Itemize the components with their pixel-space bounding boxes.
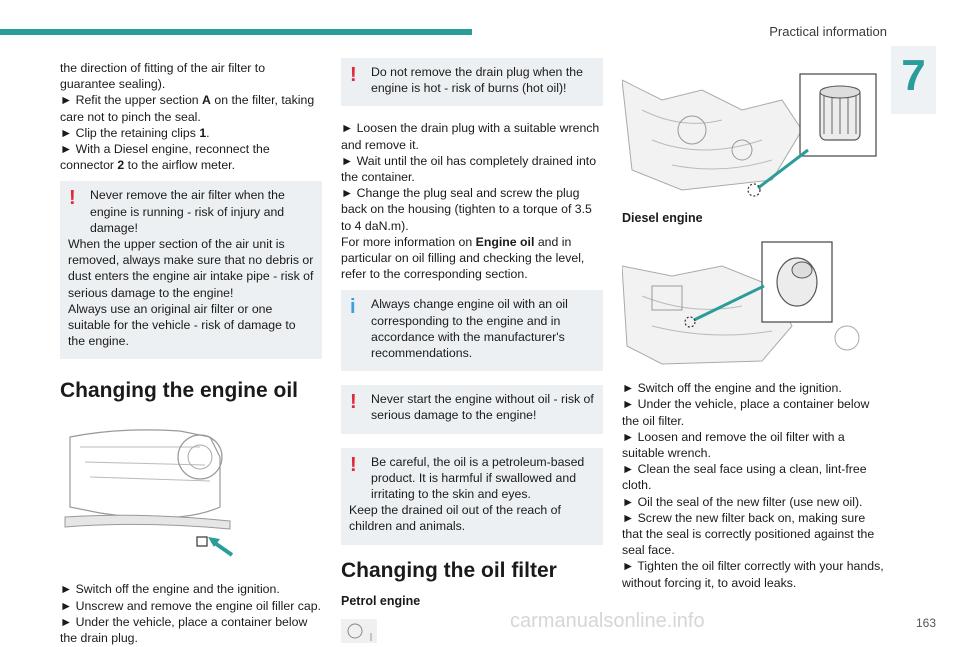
step: ► Wait until the oil has completely drai… bbox=[341, 153, 597, 185]
warning-box: ! Never remove the air filter when the e… bbox=[60, 181, 322, 360]
subheading: Petrol engine bbox=[341, 593, 421, 608]
watermark: carmanualsonline.info bbox=[510, 610, 705, 632]
section-title: Practical information bbox=[769, 24, 887, 39]
step: ► Switch off the engine and the ignition… bbox=[60, 582, 280, 597]
step: ► Under the vehicle, place a container b… bbox=[622, 397, 870, 428]
step: ► Loosen the drain plug with a suitable … bbox=[341, 121, 600, 152]
engine-underside-illustration bbox=[60, 417, 250, 558]
step: ► Under the vehicle, place a container b… bbox=[60, 614, 308, 646]
step: ► Switch off the engine and the ignition… bbox=[622, 381, 842, 396]
steps-list: ► Switch off the engine and the ignition… bbox=[60, 581, 322, 646]
warning-box: ! Be careful, the oil is a petroleum-bas… bbox=[341, 447, 603, 545]
column-3: Diesel engine ► Switch off the engine an… bbox=[621, 70, 884, 591]
warning-text: Never remove the air filter when the eng… bbox=[90, 188, 285, 235]
warning-text: Always use an original air filter or one… bbox=[68, 301, 296, 349]
info-box: i Always change engine oil with an oil c… bbox=[341, 290, 603, 372]
warning-text: When the upper section of the air unit i… bbox=[68, 237, 314, 300]
paragraph: For more information on Engine oil and i… bbox=[341, 234, 585, 282]
step: ► Oil the seal of the new filter (use ne… bbox=[622, 494, 863, 509]
warning-text: Keep the drained oil out of the reach of… bbox=[349, 503, 561, 534]
column-2: ! Do not remove the drain plug when the … bbox=[341, 58, 603, 643]
step: ► Clean the seal face using a clean, lin… bbox=[622, 462, 867, 493]
column-1: the direction of fitting of the air filt… bbox=[60, 60, 322, 646]
header-accent-bar bbox=[0, 29, 472, 35]
step: ► Loosen and remove the oil filter with … bbox=[622, 429, 845, 461]
petrol-engine-bay-illustration bbox=[621, 236, 884, 367]
step: ► With a Diesel engine, reconnect the co… bbox=[60, 142, 270, 173]
step: ► Change the plug seal and screw the plu… bbox=[341, 186, 592, 233]
warning-icon: ! bbox=[350, 64, 357, 86]
paragraph: the direction of fitting of the air filt… bbox=[60, 61, 266, 92]
petrol-engine-illustration-thumbnail bbox=[341, 618, 377, 643]
info-icon: i bbox=[350, 296, 356, 319]
step: ► Refit the upper section A on the filte… bbox=[60, 93, 315, 124]
steps-list: ► Switch off the engine and the ignition… bbox=[622, 380, 884, 591]
warning-icon: ! bbox=[69, 187, 76, 210]
warning-icon: ! bbox=[350, 391, 357, 414]
page-number: 163 bbox=[915, 616, 936, 630]
warning-text: Do not remove the drain plug when the en… bbox=[371, 65, 583, 96]
figure-caption: Diesel engine bbox=[622, 211, 703, 225]
chapter-number: 7 bbox=[901, 51, 926, 100]
step: ► Unscrew and remove the engine oil fill… bbox=[60, 598, 321, 613]
warning-text: Never start the engine without oil - ris… bbox=[371, 392, 594, 423]
warning-text: Be careful, the oil is a petroleum-based… bbox=[371, 454, 585, 502]
section-heading: Changing the oil filter bbox=[341, 558, 557, 582]
diesel-engine-bay-illustration bbox=[621, 70, 884, 200]
step: ► Screw the new filter back on, making s… bbox=[622, 510, 875, 558]
chapter-tab: 7 bbox=[891, 46, 936, 114]
info-text: Always change engine oil with an oil cor… bbox=[371, 297, 568, 361]
warning-box: ! Never start the engine without oil - r… bbox=[341, 385, 603, 434]
step: ► Tighten the oil filter correctly with … bbox=[622, 559, 884, 590]
warning-box: ! Do not remove the drain plug when the … bbox=[341, 58, 603, 107]
step: ► Clip the retaining clips 1. bbox=[60, 125, 210, 140]
warning-icon: ! bbox=[350, 453, 357, 476]
section-heading: Changing the engine oil bbox=[60, 379, 298, 403]
